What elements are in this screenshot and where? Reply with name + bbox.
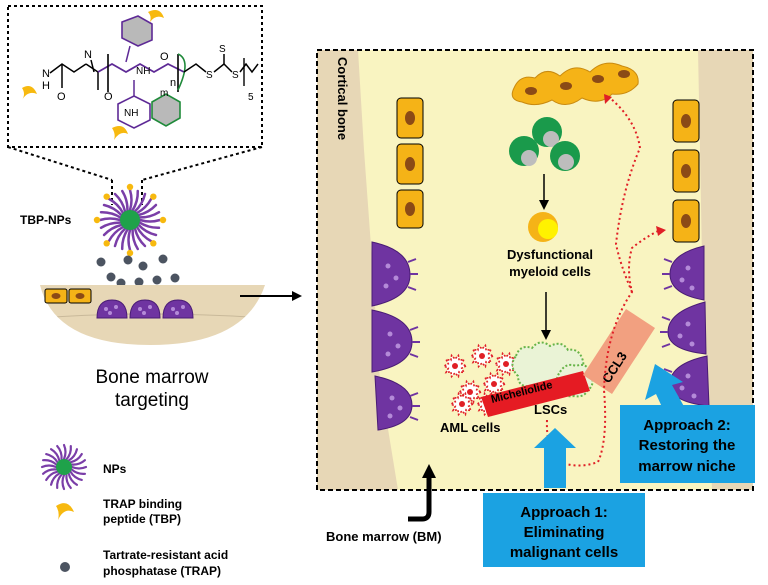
approach1-box: Approach 1: Eliminating malignant cells <box>483 493 645 567</box>
np-peptide <box>103 193 110 200</box>
left-osteoblasts <box>396 97 424 229</box>
carbonyl-o-label: O <box>57 91 66 103</box>
legend: NPs TRAP binding peptide (TBP) Tartrate-… <box>40 443 228 578</box>
bm-hook-arrow <box>408 464 436 522</box>
upper-nh-label: NH <box>136 66 150 77</box>
approach1-line2: Eliminating <box>524 524 605 541</box>
trap-dots <box>96 254 180 288</box>
tbp-peptide-icon <box>112 126 128 140</box>
np-peptide <box>93 216 101 224</box>
right-cortical-bone <box>698 50 753 490</box>
legend-tbp-icon <box>56 503 74 520</box>
approach2-line2: Restoring the <box>639 437 736 454</box>
np-peptide <box>126 183 134 191</box>
cortical-bone-label: Cortical bone <box>335 57 350 140</box>
dysfunctional-line2: myeloid cells <box>509 264 591 279</box>
bone-marrow-targeting-line2: targeting <box>115 390 189 411</box>
approach1-line3: malignant cells <box>510 544 618 561</box>
lower-nh-label: NH <box>124 108 138 119</box>
tbp-nps-label: TBP-NPs <box>20 213 72 227</box>
tbp-peptide-icon <box>148 10 164 22</box>
aml-cell-nucleus <box>459 401 465 407</box>
bone-marrow-bm-label: Bone marrow (BM) <box>326 529 442 544</box>
lower-o-label: O <box>104 91 113 103</box>
aml-cell-nucleus <box>479 353 485 359</box>
legend-trap-line1: Tartrate-resistant acid <box>103 548 228 562</box>
inset-callout-lines <box>7 146 263 205</box>
polymer-structure: N H O N NH O NH O m n S S S <box>7 5 263 148</box>
approach1-line1: Approach 1: <box>520 504 608 521</box>
legend-tbp-line1: TRAP binding <box>103 497 182 511</box>
aml-cells-label: AML cells <box>440 420 500 435</box>
legend-trap-icon <box>60 562 70 572</box>
stromal-cells <box>511 62 639 106</box>
bone-marrow-targeting-line1: Bone marrow <box>96 367 209 388</box>
tbp-nanoparticle <box>93 183 167 257</box>
np-peptide <box>126 249 134 257</box>
legend-nps-label: NPs <box>103 462 127 476</box>
amide-h-label: H <box>42 80 50 92</box>
legend-tbp-line2: peptide (TBP) <box>103 512 181 526</box>
thione-s-label: S <box>219 44 226 55</box>
main-arrow <box>240 291 302 301</box>
dysfunctional-line1: Dysfunctional <box>507 247 593 262</box>
tbp-peptide-icon <box>22 86 37 100</box>
right-osteoclasts <box>660 245 710 407</box>
nitrile-n-label: N <box>84 49 92 61</box>
flow-arrow-2 <box>541 292 551 340</box>
approach2-line3: marrow niche <box>638 458 736 475</box>
np-peptide <box>103 240 110 247</box>
aml-cell-nucleus <box>452 363 458 369</box>
approach1-arrow <box>534 428 576 488</box>
upper-o-label: O <box>160 51 169 63</box>
np-peptide <box>150 193 157 200</box>
sulfur-1-label: S <box>206 70 213 81</box>
amide-n-label: N <box>42 68 50 80</box>
lscs-label: LSCs <box>534 402 567 417</box>
np-peptide <box>150 240 157 247</box>
alkyl-subscript: 5 <box>248 92 254 103</box>
niche-frame <box>316 49 754 491</box>
np-peptide <box>159 216 167 224</box>
legend-trap-line2: phosphatase (TRAP) <box>103 564 221 578</box>
right-osteoblasts <box>672 99 700 243</box>
aml-cell-nucleus <box>503 361 509 367</box>
sulfur-3-label: S <box>232 70 239 81</box>
approach2-box: Approach 2: Restoring the marrow niche <box>620 405 755 483</box>
m-subscript: m <box>160 88 168 99</box>
aml-cell-nucleus <box>491 381 497 387</box>
left-osteoclasts <box>371 241 420 431</box>
arrowhead-right <box>656 226 666 236</box>
n-subscript: n <box>170 77 176 89</box>
myeloid-progenitor-cells <box>509 117 580 171</box>
legend-np-icon <box>40 443 88 491</box>
flow-arrow-1 <box>539 174 549 210</box>
arrowhead-top <box>604 94 612 104</box>
bone-marrow-bowl <box>40 285 265 345</box>
aml-cell-nucleus <box>467 389 473 395</box>
approach2-line1: Approach 2: <box>643 417 731 434</box>
dysfunctional-myeloid-cell <box>528 212 558 242</box>
